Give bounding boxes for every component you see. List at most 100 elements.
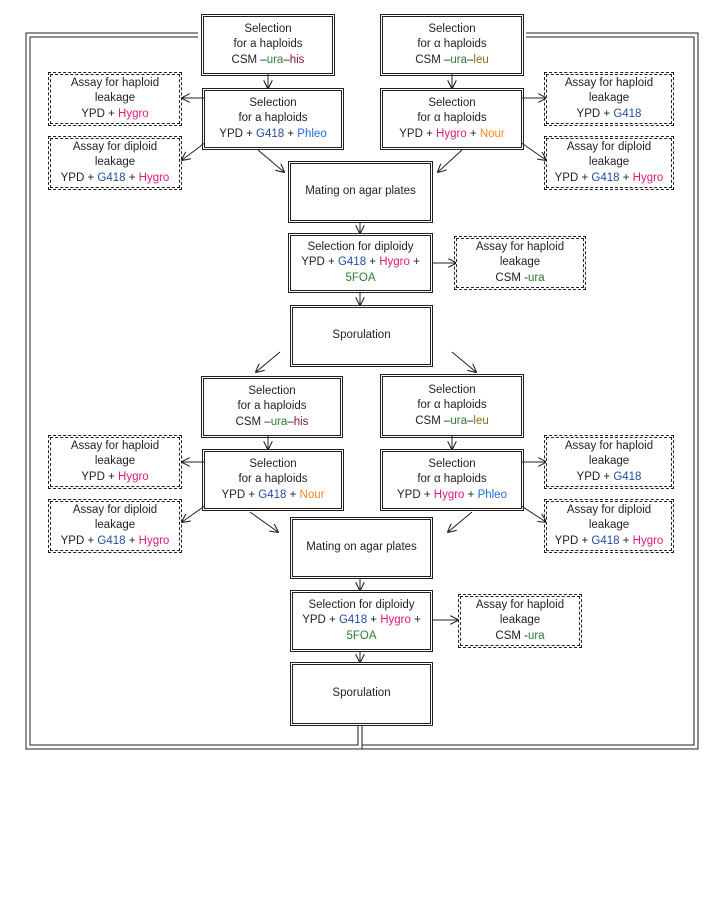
arrow-diag xyxy=(257,149,284,172)
g418-label: G418 xyxy=(338,614,368,627)
mating-on-agar-box: Mating on agar plates xyxy=(288,161,433,223)
arrow-left xyxy=(182,504,207,522)
hygro-label: Hygro xyxy=(379,256,410,269)
ura-label: ura xyxy=(266,53,284,66)
sporulation-box: Sporulation xyxy=(290,305,433,367)
5foa-label: 5FOA xyxy=(346,629,377,642)
hygro-label: Hygro xyxy=(433,488,465,501)
phleo-label: Phleo xyxy=(297,127,327,140)
g418-label: G418 xyxy=(613,107,642,120)
node-text-line: CSM -ura xyxy=(495,629,544,645)
text-segment: + xyxy=(466,127,480,140)
his-label: his xyxy=(289,53,305,66)
phleo-label: Phleo xyxy=(477,488,507,501)
node-text-line: Sporulation xyxy=(332,686,390,702)
node-text-line: 5FOA xyxy=(346,629,376,645)
node-text-line: for a haploids xyxy=(238,111,307,127)
text-segment: + xyxy=(125,171,139,184)
node-text-line: leakage xyxy=(589,454,629,470)
g418-label: G418 xyxy=(256,127,285,140)
arrow-diag xyxy=(448,511,473,532)
node-text-line: Selection for diploidy xyxy=(307,240,413,256)
node-text-line: Selection xyxy=(428,383,475,399)
ura-label: ura xyxy=(450,414,467,427)
node-text-line: leakage xyxy=(95,91,135,107)
node-text-line: CSM –ura–leu xyxy=(415,414,489,430)
text-segment: leakage xyxy=(94,92,136,105)
node-text-line: YPD + G418 + Nour xyxy=(222,488,325,504)
text-segment: – xyxy=(283,53,290,66)
text-segment: Selection xyxy=(244,22,292,35)
text-segment: CSM – xyxy=(235,415,271,428)
node-text-line: CSM –ura–his xyxy=(236,415,309,431)
text-segment: YPD + xyxy=(60,171,98,184)
text-segment: Selection xyxy=(428,383,476,396)
ura-label: ura xyxy=(527,271,545,284)
hygro-label: Hygro xyxy=(138,534,170,547)
node-text-line: for α haploids xyxy=(417,37,486,53)
text-segment: + xyxy=(464,488,478,501)
text-segment: YPD + xyxy=(219,127,257,140)
node-text-line: Assay for diploid xyxy=(73,503,157,519)
text-segment: + xyxy=(410,614,421,627)
node-text-line: leakage xyxy=(500,255,540,271)
node-text-line: Assay for haploid xyxy=(476,240,564,256)
text-segment: Assay for diploid xyxy=(72,140,158,153)
text-segment: – xyxy=(467,53,474,66)
node-text-line: Sporulation xyxy=(332,328,390,344)
node-text-line: Assay for haploid xyxy=(71,76,159,92)
ura-label: ura xyxy=(527,629,545,642)
text-segment: Selection xyxy=(428,22,476,35)
text-segment: YPD + xyxy=(301,256,338,269)
node-text-line: YPD + G418 + Hygro xyxy=(555,171,664,187)
text-segment: + xyxy=(284,127,298,140)
text-segment: + xyxy=(619,171,633,184)
mating-on-agar-box: Mating on agar plates xyxy=(290,517,433,579)
text-segment: + xyxy=(409,256,420,269)
node-text-line: leakage xyxy=(500,613,540,629)
g418-label: G418 xyxy=(97,534,126,547)
node-text-line: leakage xyxy=(95,454,135,470)
sporulation-box: Sporulation xyxy=(290,662,433,726)
text-segment: Sporulation xyxy=(332,329,391,342)
hygro-label: Hygro xyxy=(632,534,664,547)
text-segment: Selection for diploidy xyxy=(308,598,415,611)
node-text-line: Assay for haploid xyxy=(476,598,564,614)
leu-label: leu xyxy=(473,414,489,427)
node-text-line: Assay for diploid xyxy=(73,140,157,156)
text-segment: – xyxy=(467,414,474,427)
text-segment: leakage xyxy=(588,92,630,105)
node-text-line: Selection xyxy=(249,96,296,112)
text-segment: Assay for haploid xyxy=(70,439,160,452)
arrow-left xyxy=(182,141,207,160)
text-segment: for a haploids xyxy=(238,473,308,486)
text-segment: YPD + xyxy=(576,107,614,120)
node-text-line: CSM -ura xyxy=(495,271,544,287)
text-segment: Mating on agar plates xyxy=(305,185,416,198)
text-segment: Assay for haploid xyxy=(70,76,160,89)
text-segment: for a haploids xyxy=(238,112,308,125)
text-segment: Selection xyxy=(428,457,476,470)
hygro-label: Hygro xyxy=(436,127,467,140)
text-segment: leakage xyxy=(499,614,541,627)
node-text-line: YPD + G418 + Phleo xyxy=(219,127,326,143)
node-text-line: Mating on agar plates xyxy=(306,540,417,556)
nour-label: Nour xyxy=(479,127,505,140)
text-segment: YPD + xyxy=(302,614,339,627)
text-segment: leakage xyxy=(94,156,136,169)
node-text-line: leakage xyxy=(589,155,629,171)
hygro-label: Hygro xyxy=(118,107,149,120)
node-text-line: for α haploids xyxy=(417,111,486,127)
ura-label: ura xyxy=(270,415,288,428)
node-text-line: for a haploids xyxy=(238,472,307,488)
leu-label: leu xyxy=(473,53,489,66)
g418-label: G418 xyxy=(591,171,620,184)
text-segment: CSM – xyxy=(415,53,451,66)
